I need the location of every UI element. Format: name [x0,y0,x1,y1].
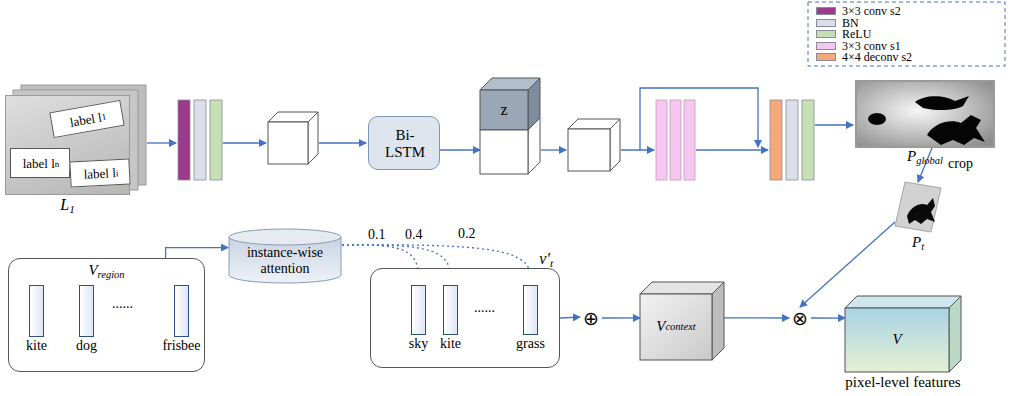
caption-text: kite [26,338,47,354]
legend-swatch [816,7,836,15]
symbol-base: label l [69,110,103,130]
shape-outline [845,296,962,373]
connector-arrow [602,317,640,318]
node-text: ⊕ [580,307,602,329]
symbol-subscript: t [550,256,553,268]
caption-text: kite [440,336,461,352]
symbol-base: label l [83,166,116,183]
node-text: v′t [539,250,553,268]
edge-label: 0.2 [456,226,478,241]
ellipsis-label: ...... [112,296,133,311]
ellipsis-label: ...... [474,300,495,315]
symbol-subscript: global [916,155,943,166]
shape-outline [640,282,725,361]
symbol-base: v′ [539,250,550,267]
lstm-box: Bi- LSTM [368,116,440,170]
caption-text: grass [516,336,545,352]
symbol-base: P [907,148,916,164]
node-text: V [845,308,949,372]
latent-cube: z [480,78,540,174]
node-text: label li [70,159,131,188]
connector-arrow [560,316,580,318]
shape-outline [895,182,941,232]
product-operator: ⊗ [789,307,811,329]
feature-vector: kite [443,285,458,335]
legend-entry: BN [816,17,1002,29]
symbol-base: V [656,318,665,335]
node-text: Bi- LSTM [381,117,429,171]
legend-entry: ReLU [816,28,1002,40]
conv-block [178,100,222,180]
symbol-subscript: t [921,241,924,252]
connector-arrow [811,317,845,318]
edge-label: 0.4 [403,227,425,242]
symbol-subscript: region [98,269,125,280]
node-text: Vcontext [640,294,712,360]
context-vectors-box: v′tskykitegrass [370,268,560,368]
global-mask: Pglobal [855,80,995,148]
node-text: label ln [11,149,71,179]
symbol-subscript: 1 [69,203,75,215]
caption-text: pixel-level features [845,374,960,391]
conv-block [656,100,695,180]
legend-entry: 3×3 conv s1 [816,40,1002,52]
node-text: Vregion [9,262,204,279]
caption-text: sky [409,336,428,352]
node-text: z [480,90,528,130]
legend-entry: 4×4 deconv s2 [816,51,1002,63]
edge-label: 0.1 [366,227,388,242]
symbol-base: L [60,196,69,213]
legend-frame [808,2,1005,66]
legend-swatch [816,53,836,61]
cropped-mask: Pt [895,182,941,232]
label-tag: label ln [10,148,70,178]
node-text: ⊗ [789,307,811,329]
symbol-base: V [88,262,97,278]
caption-text: dog [76,338,97,354]
region-features-box: Vregion kite dog frisbee [8,258,205,372]
symbol-base: P [912,234,921,250]
feature-vector: dog [79,285,94,337]
feature-cube [268,112,318,164]
legend-swatch [816,30,836,38]
deconv-block [770,100,814,180]
connector-arrow [440,149,480,150]
feature-vector: sky [411,285,426,335]
legend-entry: 3×3 conv s2 [816,5,1002,17]
caption-text: Pt [912,234,924,251]
shape-outline [857,82,993,146]
caption-text: frisbee [162,338,200,354]
label-map-stack: L1label l1label lnlabel li [5,95,130,195]
legend-text: 4×4 deconv s2 [842,51,912,63]
connector-arrow [724,317,789,318]
connector-arrow [166,248,228,258]
symbol-subscript: 1 [102,117,106,118]
caption-text: L1 [60,196,75,214]
feature-cube [568,119,620,171]
attention-cylinder: instance-wise attention [228,228,342,284]
sum-operator: ⊕ [580,307,602,329]
connector-arrow [800,222,895,307]
edge-label: crop [946,156,975,171]
label-tag: label li [69,158,130,187]
legend-text: ReLU [842,28,871,40]
label-tag: label l1 [49,100,124,138]
shape-outline [480,78,541,175]
caption-text: Pglobal [907,148,943,165]
legend-text: 3×3 conv s2 [842,5,901,17]
node-text: label l1 [50,101,125,139]
legend-text: BN [842,17,859,29]
legend-swatch [816,19,836,27]
feature-vector: grass [523,285,538,335]
context-cube: Vcontext [640,282,724,360]
pixel-feature-cube: Vpixel-level features [845,296,961,372]
legend-swatch [816,42,836,50]
symbol-base: label l [23,157,55,172]
node-text: instance-wise attention [228,244,342,278]
legend-text: 3×3 conv s1 [842,40,901,52]
feature-vector: kite [29,285,44,337]
symbol-subscript: i [116,173,119,174]
feature-vector: frisbee [174,285,189,337]
